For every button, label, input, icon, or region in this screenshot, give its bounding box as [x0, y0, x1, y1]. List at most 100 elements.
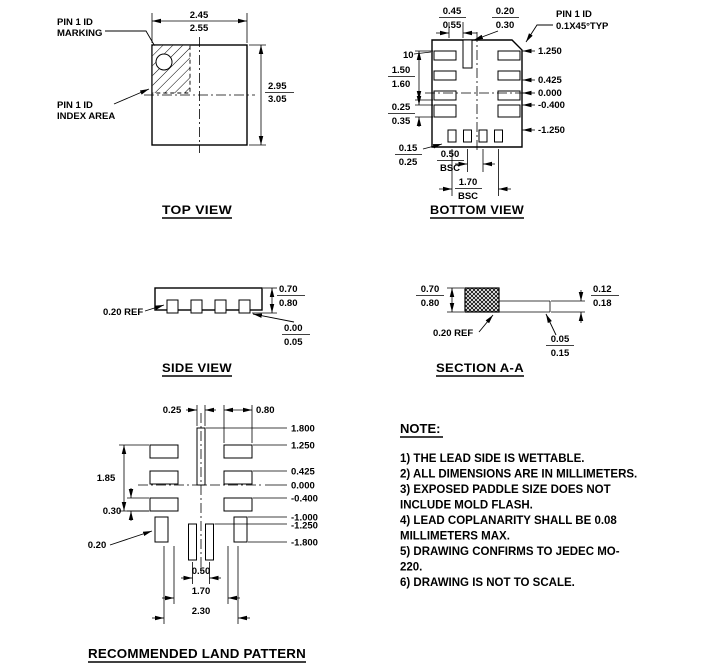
- pin1-label: PIN 1 ID: [556, 9, 592, 20]
- coord-label: 0.425: [291, 467, 315, 478]
- coord-label: -0.400: [291, 494, 318, 505]
- dim-height-min: 0.70: [421, 284, 440, 295]
- leader-line: [144, 304, 165, 312]
- pad: [149, 470, 179, 485]
- leader-line: [545, 313, 557, 336]
- view-title: RECOMMENDED LAND PATTERN: [88, 646, 306, 661]
- pad: [149, 444, 179, 459]
- dim-slot-offset-max: 0.55: [443, 20, 462, 31]
- coord-label: 0.425: [538, 75, 562, 86]
- dim-body-width-min: 2.45: [190, 10, 209, 21]
- index-area-dashed-border: [152, 45, 191, 94]
- pin-number-label: 10: [403, 50, 414, 61]
- pad: [497, 70, 521, 81]
- pad: [205, 523, 214, 561]
- dim-slot-offset-min: 0.45: [443, 6, 462, 17]
- pad: [463, 129, 472, 143]
- pad: [447, 129, 457, 143]
- dim-slot-width-max: 0.30: [496, 20, 515, 31]
- dim-body-height-min: 2.95: [268, 81, 287, 92]
- dim-height-max: 0.80: [421, 298, 440, 309]
- coord-label: 1.250: [538, 46, 562, 57]
- pin1-marking-label: MARKING: [57, 28, 102, 39]
- leader-line: [113, 88, 150, 105]
- dim-span-unit: BSC: [458, 191, 478, 202]
- top-view: PIN 1 ID MARKING PIN 1 ID INDEX AREA 2.4…: [57, 10, 294, 219]
- pad: [433, 90, 457, 101]
- pad: [149, 497, 179, 512]
- view-title: SECTION A-A: [436, 361, 524, 375]
- pad: [497, 104, 521, 118]
- pad: [494, 129, 503, 143]
- notes-title: NOTE:: [400, 421, 440, 436]
- pad: [462, 39, 473, 69]
- note-line: 220.: [400, 562, 422, 574]
- coord-label: -0.400: [538, 100, 565, 111]
- pad: [433, 50, 457, 61]
- dim-body-width-max: 2.55: [190, 23, 209, 34]
- leader-line: [473, 30, 499, 41]
- dim-body-height-max: 3.05: [268, 94, 287, 105]
- note-line: INCLUDE MOLD FLASH.: [400, 500, 533, 512]
- coord-label: -1.250: [538, 125, 565, 136]
- bottom-view: PIN 1 ID 0.1X45°TYP 10 0.45 0.55 0.20 0.…: [388, 6, 609, 219]
- note-line: 5) DRAWING CONFIRMS TO JEDEC MO-: [400, 546, 620, 558]
- pad: [188, 523, 197, 561]
- coord-label: -1.800: [291, 538, 318, 549]
- pad: [223, 497, 253, 512]
- view-title: BOTTOM VIEW: [430, 203, 524, 217]
- pad: [433, 70, 457, 81]
- pin1-marking-circle: [155, 53, 173, 71]
- package-body-outline: [154, 287, 263, 311]
- leader-line: [422, 143, 443, 150]
- leader-line: [252, 313, 295, 323]
- dim-span-value: 1.70: [459, 177, 478, 188]
- dim-lead-thickness-max: 0.18: [593, 298, 612, 309]
- lead: [238, 299, 251, 314]
- note-line: MILLIMETERS MAX.: [400, 531, 510, 543]
- section-aa: 0.70 0.80 0.12 0.18 0.20 REF 0.05 0.15 S…: [416, 284, 619, 377]
- note-line: 2) ALL DIMENSIONS ARE IN MILLIMETERS.: [400, 469, 637, 481]
- coord-label: 1.800: [291, 424, 315, 435]
- dim-center-pad-width: 0.25: [163, 405, 182, 416]
- dim-edge: 0.20: [88, 540, 107, 551]
- pad: [223, 470, 253, 485]
- dim-side-span: 1.85: [97, 473, 116, 484]
- coord-label: 0.000: [538, 88, 562, 99]
- coord-label: 1.250: [291, 441, 315, 452]
- package-body-outline: [431, 39, 523, 148]
- dim-inner-span: 1.70: [192, 586, 211, 597]
- dim-pitch: 0.50: [192, 566, 211, 577]
- note-line: 3) EXPOSED PADDLE SIZE DOES NOT: [400, 484, 611, 496]
- note-line: 6) DRAWING IS NOT TO SCALE.: [400, 577, 575, 589]
- dim-corner-pad-max: 0.35: [392, 116, 411, 127]
- dim-pad-edge-min: 0.15: [399, 143, 418, 154]
- pad: [478, 129, 488, 143]
- dim-pad-edge-max: 0.25: [399, 157, 418, 168]
- lead: [190, 299, 203, 314]
- dim-slot-width-min: 0.20: [496, 6, 515, 17]
- pad: [497, 90, 521, 101]
- coord-label: -1.250: [291, 521, 318, 532]
- leader-line: [525, 24, 553, 43]
- pad: [233, 516, 248, 543]
- note-line: 4) LEAD COPLANARITY SHALL BE 0.08: [400, 515, 617, 527]
- notes-section: NOTE: 1) THE LEAD SIDE IS WETTABLE. 2) A…: [400, 421, 637, 589]
- pad: [154, 516, 169, 543]
- pin1-index-hatch-area: [152, 45, 190, 93]
- land-pattern-view: 0.25 0.80 1.85 0.30 0.20 1.800 1.250 0.4…: [88, 405, 318, 663]
- dim-corner-pad-min: 0.25: [392, 102, 411, 113]
- coord-label: -1.000: [291, 513, 318, 524]
- pin1-marking-label: PIN 1 ID: [57, 17, 93, 28]
- dim-side-pad-width: 0.80: [256, 405, 275, 416]
- leader-line: [413, 51, 432, 55]
- pin1-index-label: INDEX AREA: [57, 111, 115, 122]
- dim-lead-thickness-min: 0.12: [593, 284, 612, 295]
- dim-standoff-min: 0.00: [284, 323, 303, 334]
- dim-side-pads-span-max: 1.60: [392, 79, 411, 90]
- lead: [214, 299, 227, 314]
- dim-height-max: 0.80: [279, 298, 298, 309]
- note-line: 1) THE LEAD SIDE IS WETTABLE.: [400, 453, 584, 465]
